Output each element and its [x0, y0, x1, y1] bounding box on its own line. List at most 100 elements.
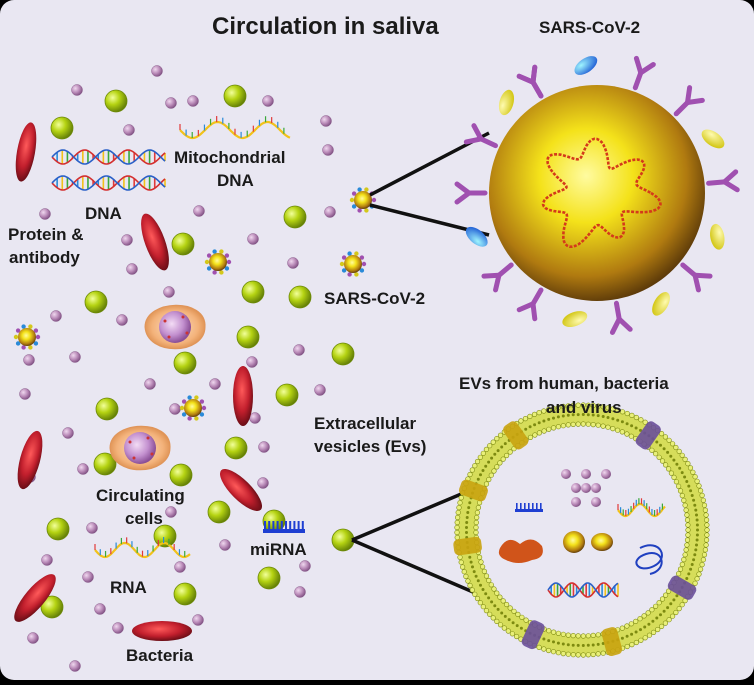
bacterium — [15, 122, 37, 182]
protein-dot — [39, 208, 51, 220]
protein-dot — [19, 388, 31, 400]
spike-protein — [463, 123, 498, 149]
nucleus — [159, 311, 191, 343]
protein-dot — [163, 286, 175, 298]
protein-dot — [293, 344, 305, 356]
protein-dot — [50, 310, 62, 322]
protein-dot — [121, 234, 133, 246]
protein-dot — [249, 412, 261, 424]
protein-dot — [193, 205, 205, 217]
spike-protein — [516, 287, 544, 322]
ev-particle — [591, 533, 613, 551]
protein-dot — [287, 257, 299, 269]
vesicle-dot — [40, 595, 64, 619]
page-title: Circulation in saliva — [212, 13, 439, 40]
sars-cov-2-large-label: SARS-CoV-2 — [539, 18, 641, 37]
mirna-comb — [263, 503, 543, 533]
ev-protein-dot — [571, 483, 581, 493]
protein-dot — [324, 206, 336, 218]
spike-protein — [680, 262, 713, 293]
protein-dot — [247, 233, 259, 245]
mitochondrial-dna-strand — [179, 116, 291, 140]
ev-virus — [563, 531, 585, 553]
protein-dot — [123, 124, 135, 136]
membrane-protein — [458, 479, 488, 502]
vesicle-dot — [93, 452, 117, 476]
nucleic-acids — [51, 116, 666, 598]
protein-dot — [169, 403, 181, 415]
ev-protein-dot — [561, 469, 571, 479]
ev-protein-aggregate — [498, 539, 543, 563]
ev-protein-dot — [581, 469, 591, 479]
vesicle-dot — [283, 205, 307, 229]
spike-knob — [465, 226, 488, 247]
vesicle-dot — [224, 436, 248, 460]
vesicle-dot — [173, 582, 197, 606]
protein-dot — [77, 463, 89, 475]
protein-dot — [151, 65, 163, 77]
spike-knob — [562, 311, 588, 327]
spike-protein — [516, 64, 544, 99]
ev-enlarged — [453, 402, 710, 658]
sars-cov-2-small-label: SARS-CoV-2 — [324, 289, 426, 308]
dna-helix — [51, 149, 166, 165]
bacterium — [219, 468, 263, 512]
vesicle-dot — [153, 524, 177, 548]
membrane-protein — [601, 627, 623, 657]
small-virus — [179, 395, 207, 421]
spike-protein — [706, 169, 740, 193]
spike-knob — [701, 129, 725, 149]
protein-dot — [299, 560, 311, 572]
vesicle-dot — [104, 89, 128, 113]
circulating-cell — [109, 425, 171, 471]
evs-title-line1: EVs from human, bacteria — [459, 374, 669, 393]
protein-dot — [23, 354, 35, 366]
nucleus — [124, 432, 156, 464]
rna-label: RNA — [110, 578, 147, 597]
protein-dot — [294, 586, 306, 598]
circulating-cells-label-line1: Circulating — [96, 486, 185, 505]
protein-dot — [86, 522, 98, 534]
bacterium — [141, 213, 169, 271]
spike-knob — [574, 56, 598, 75]
extracellular-vesicles-label-line2: vesicles (Evs) — [314, 437, 427, 456]
evs-title-line2: and virus — [546, 398, 622, 417]
vesicle-dot — [171, 232, 195, 256]
mirna-label: miRNA — [250, 540, 307, 559]
circulating-cell — [144, 304, 206, 350]
protein-dot — [69, 351, 81, 363]
circulating-cells — [109, 304, 206, 471]
protein-dot — [165, 97, 177, 109]
protein-dot — [126, 263, 138, 275]
dna-helix — [51, 175, 166, 191]
protein-dot — [82, 571, 94, 583]
spike-knob — [652, 292, 670, 316]
bacterium — [233, 366, 253, 426]
membrane-protein — [503, 421, 529, 450]
mitochondrial-dna-label-line2: DNA — [217, 171, 254, 190]
spike-protein — [673, 85, 705, 117]
sars-cov-2-enlarged — [454, 55, 740, 335]
protein-dot — [320, 115, 332, 127]
spike-knob — [498, 89, 515, 116]
bacteria — [14, 122, 263, 641]
protein-dot — [322, 144, 334, 156]
protein-dot — [246, 356, 258, 368]
membrane-protein — [521, 620, 545, 650]
ev-rna-strand — [617, 498, 666, 518]
protein-dot — [192, 614, 204, 626]
bacterium — [17, 430, 43, 490]
protein-dot — [257, 477, 269, 489]
bacterium — [14, 574, 56, 622]
ev-dna-helix — [547, 582, 619, 598]
ev-protein-dot — [571, 497, 581, 507]
vesicle-dot — [236, 325, 260, 349]
extracellular-vesicles-label-line1: Extracellular — [314, 414, 417, 433]
connector-line — [351, 490, 467, 542]
small-virus — [13, 324, 41, 350]
vesicle-dot — [169, 463, 193, 487]
ev-protein-dot — [601, 469, 611, 479]
vesicle-dot — [50, 116, 74, 140]
